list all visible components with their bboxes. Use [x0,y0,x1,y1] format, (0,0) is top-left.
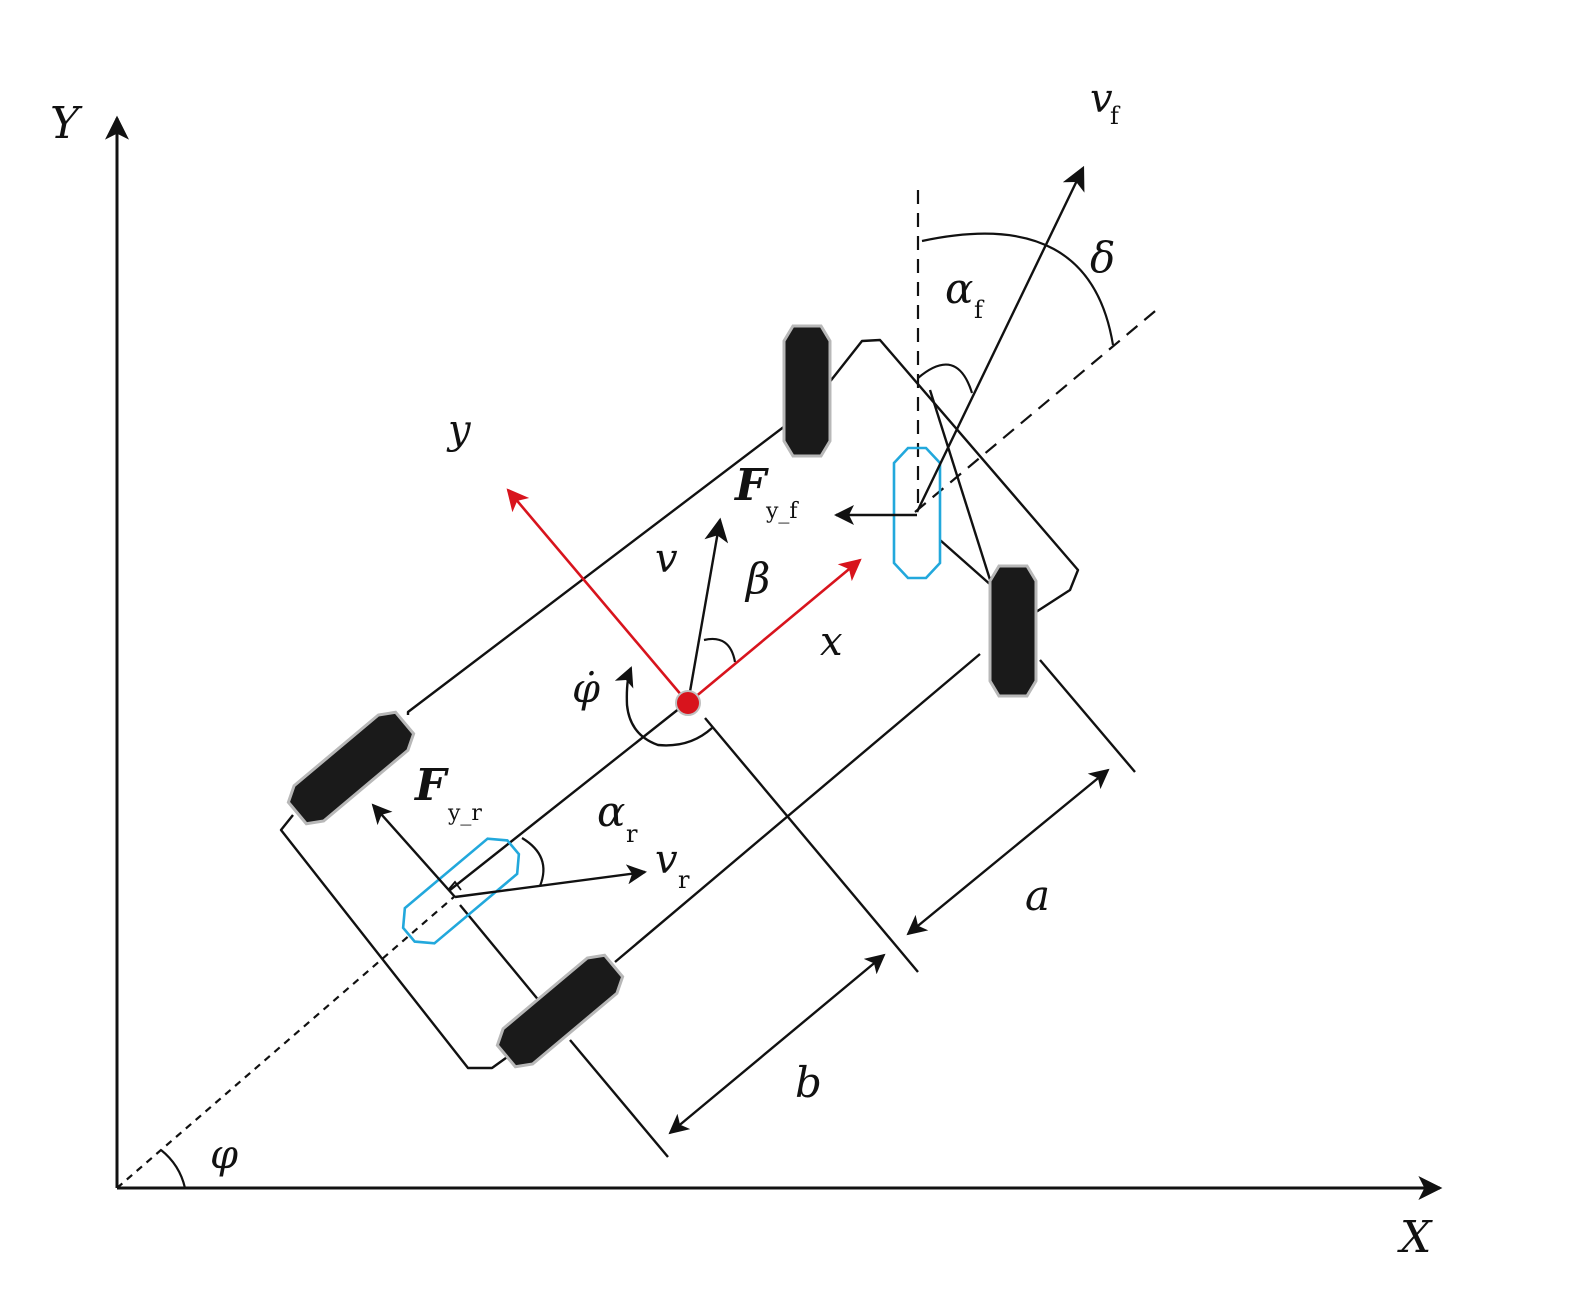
label-beta: β [744,554,770,603]
rear-axle-line [459,904,546,1009]
label-body-x: x [820,619,843,665]
label-v-f: v [1090,76,1113,122]
phi-angle-arc [160,1149,187,1189]
label-v: v [655,536,678,582]
label-F-y-r-sub: y_r [447,801,482,826]
label-alpha-r-sub: r [626,820,638,848]
body-y-axis-arrow [506,488,689,704]
beta-angle-arc [703,637,737,663]
label-delta: δ [1090,233,1115,282]
dimension-b-arrow [668,953,886,1135]
label-alpha-f-sub: f [974,296,985,324]
b-extension-rear [569,1039,669,1158]
alpha-r-angle-arc [521,837,545,887]
label-global-X: X [1397,1212,1433,1263]
front-axle-line-lower [939,539,993,587]
vehicle-centerline-upper [914,306,1161,513]
label-v-r: v [655,837,678,883]
label-phi: φ [210,1132,238,1178]
rear-velocity-arrow [454,864,647,899]
center-of-gravity-point [675,690,701,716]
label-F-y-f: F [733,460,769,511]
wheel-rear-left [286,710,416,826]
label-F-y-r: F [413,760,449,811]
rear-tire-model [401,837,521,945]
car-body [279,338,1080,1070]
body-x-axis-arrow [687,558,862,704]
front-velocity-arrow [915,165,1085,513]
dimension-a-arrow [906,768,1110,936]
rear-body-line [449,699,691,891]
rear-right-angle-mark [448,880,462,891]
label-dimension-a: a [1025,871,1050,920]
label-alpha-r: α [597,787,625,836]
wheel-front-left [782,324,832,458]
vehicle-centerline-lower [116,895,456,1189]
wheel-front-right [988,564,1038,698]
rear-lateral-force-arrow [371,803,456,898]
label-body-y: y [446,407,472,453]
alpha-f-angle-arc [917,363,974,394]
yaw-rate-arc [614,666,713,747]
delta-angle-arc [921,232,1115,346]
wheel-rear-right [495,953,625,1069]
front-axle-line [928,389,994,587]
a-extension-front [1039,659,1136,773]
front-tire-model [892,446,942,580]
label-dimension-b: b [795,1058,822,1107]
cg-extension-line [704,717,919,973]
label-phi-dot: φ̇ [572,666,600,712]
label-F-y-f-sub: y_f [765,499,799,524]
label-global-Y: Y [50,98,83,149]
label-v-r-sub: r [678,866,690,894]
cg-velocity-arrow [686,517,729,704]
label-v-f-sub: f [1110,102,1121,130]
label-alpha-f: α [945,264,973,313]
